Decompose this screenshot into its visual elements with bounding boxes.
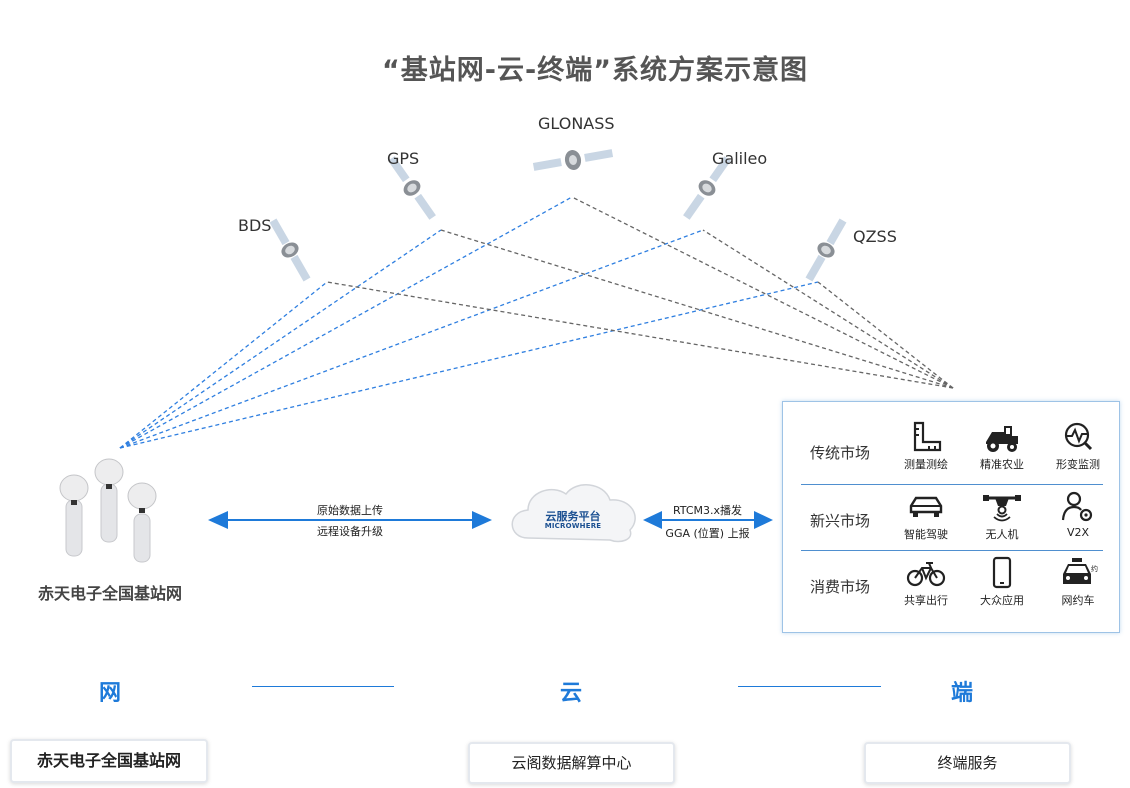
app-survey: 测量测绘	[891, 420, 961, 472]
net-box: 赤天电子全国基站网	[10, 739, 208, 783]
signal-line-glonass	[119, 196, 573, 449]
bicycle-icon	[906, 562, 946, 587]
market-panel: 传统市场 新兴市场 消费市场 测量测绘 精准农业 形变监测	[782, 401, 1120, 633]
section-net: 网	[98, 681, 121, 706]
terminal-line-glonass	[571, 196, 954, 389]
app-drone: 无人机	[967, 490, 1037, 542]
diagram-title: “基站网-云-终端”系统方案示意图	[382, 55, 808, 86]
signal-line-gps	[119, 229, 442, 449]
taxi-icon: 约	[1063, 558, 1098, 584]
section-terminal: 端	[950, 681, 973, 706]
section-connector	[252, 686, 394, 687]
base-station-label: 赤天电子全国基站网	[37, 584, 182, 603]
signal-line-qzss	[119, 281, 819, 449]
satellite-glonass-icon	[532, 149, 614, 171]
satellite-label-bds: BDS	[238, 216, 272, 235]
drone-icon	[983, 495, 1021, 522]
app-autodrive: 智能驾驶	[891, 490, 961, 542]
terminal-line-qzss	[817, 281, 954, 389]
terminal-line-bds	[326, 281, 954, 389]
upload-arrow	[208, 511, 492, 529]
app-deformation: 形变监测	[1043, 420, 1113, 472]
app-agriculture: 精准农业	[967, 420, 1037, 472]
section-cloud: 云	[559, 681, 582, 706]
cloud-platform-sub: MICROWHERE	[544, 522, 602, 530]
panel-divider	[801, 484, 1103, 485]
app-public: 大众应用	[967, 556, 1037, 608]
upload-text-2: 远程设备升级	[317, 525, 383, 538]
market-title-emerging: 新兴市场	[809, 512, 870, 530]
car-icon	[909, 496, 943, 517]
phone-icon	[992, 556, 1012, 589]
upload-text-1: 原始数据上传	[317, 504, 383, 517]
terminal-box: 终端服务	[864, 742, 1071, 784]
satellite-gps-icon	[388, 156, 436, 220]
section-connector	[738, 686, 881, 687]
base-station-icon	[59, 458, 157, 563]
satellite-label-glonass: GLONASS	[538, 114, 615, 133]
satellite-label-galileo: Galileo	[712, 149, 768, 168]
gga-text: GGA (位置) 上报	[665, 527, 750, 540]
terminal-line-galileo	[702, 229, 954, 389]
signal-line-galileo	[119, 229, 704, 449]
v2x-icon	[1061, 491, 1093, 522]
app-ridehail: 约 网约车	[1043, 556, 1113, 608]
satellite-qzss-icon	[805, 218, 847, 282]
svg-text:约: 约	[1091, 564, 1098, 573]
market-title-consumer: 消费市场	[809, 578, 870, 596]
satellite-bds-icon	[269, 218, 311, 282]
terminal-line-gps	[440, 229, 954, 389]
signal-line-bds	[119, 281, 328, 449]
rtcm-arrow	[643, 511, 773, 529]
panel-divider	[801, 550, 1103, 551]
tractor-icon	[986, 426, 1018, 452]
app-bikeshare: 共享出行	[891, 556, 961, 608]
monitor-icon	[1064, 422, 1093, 451]
satellite-label-gps: GPS	[387, 149, 420, 168]
market-title-traditional: 传统市场	[809, 444, 870, 462]
ruler-icon	[913, 421, 942, 452]
satellite-galileo-icon	[683, 156, 731, 220]
app-v2x: V2X	[1043, 490, 1113, 539]
cloud-platform-name: 云服务平台	[545, 510, 601, 523]
cloud-box: 云阁数据解算中心	[468, 742, 675, 784]
rtcm-text: RTCM3.x播发	[672, 504, 743, 517]
satellite-label-qzss: QZSS	[853, 227, 897, 246]
cloud-icon	[511, 484, 636, 543]
